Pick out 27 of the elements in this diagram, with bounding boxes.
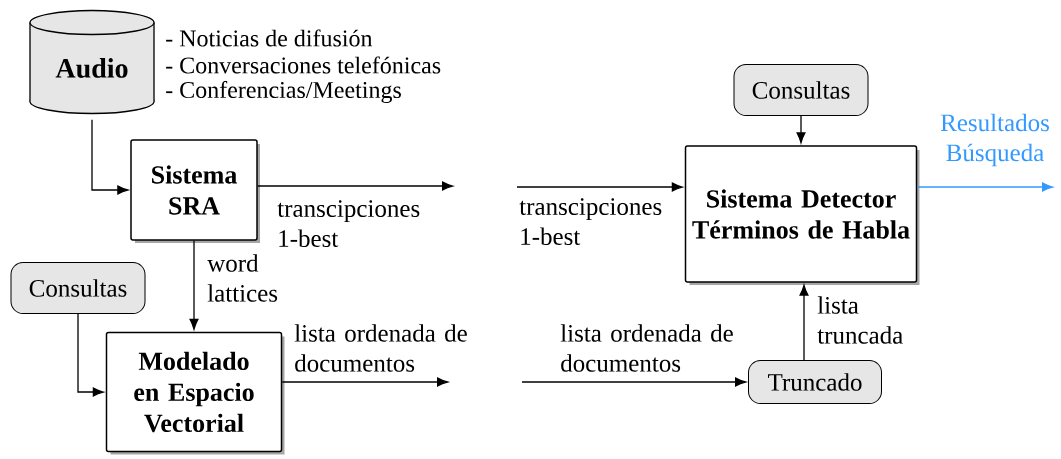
edge-label: transcipciones 1-best: [519, 198, 662, 245]
arrow: [281, 377, 449, 387]
arrow: [796, 115, 806, 144]
edge-label: lista ordenada de documentos: [560, 324, 733, 372]
arrow: [799, 284, 809, 361]
arrow: [521, 377, 747, 387]
process-box: Sistema SRA: [130, 139, 260, 243]
edge-label: word lattices: [207, 254, 278, 302]
arrow: [91, 119, 129, 195]
arrow: [189, 240, 199, 330]
database-cylinder: Audio: [29, 9, 155, 115]
rounded-box: Consultas: [10, 262, 146, 314]
process-box: Sistema Detector Términos de Habla: [684, 145, 920, 285]
edge-label: lista truncada: [817, 296, 903, 344]
arrow: [916, 182, 1054, 192]
arrow: [77, 313, 104, 397]
edge-label: transcipciones 1-best: [277, 200, 420, 247]
arrow: [516, 182, 683, 192]
rounded-box: Truncado: [748, 360, 882, 404]
list-item: - Conferencias/Meetings: [166, 80, 401, 104]
edge-label: Resultados Búsqueda: [940, 113, 1049, 167]
arrow: [257, 181, 454, 191]
edge-label: lista ordenada de documentos: [294, 324, 467, 372]
list-item: - Noticias de difusión: [166, 29, 373, 47]
list-item: - Conversaciones telefónicas: [166, 56, 441, 74]
rounded-box: Consultas: [733, 64, 869, 116]
process-box: Modelado en Espacio Vectorial: [105, 331, 285, 455]
